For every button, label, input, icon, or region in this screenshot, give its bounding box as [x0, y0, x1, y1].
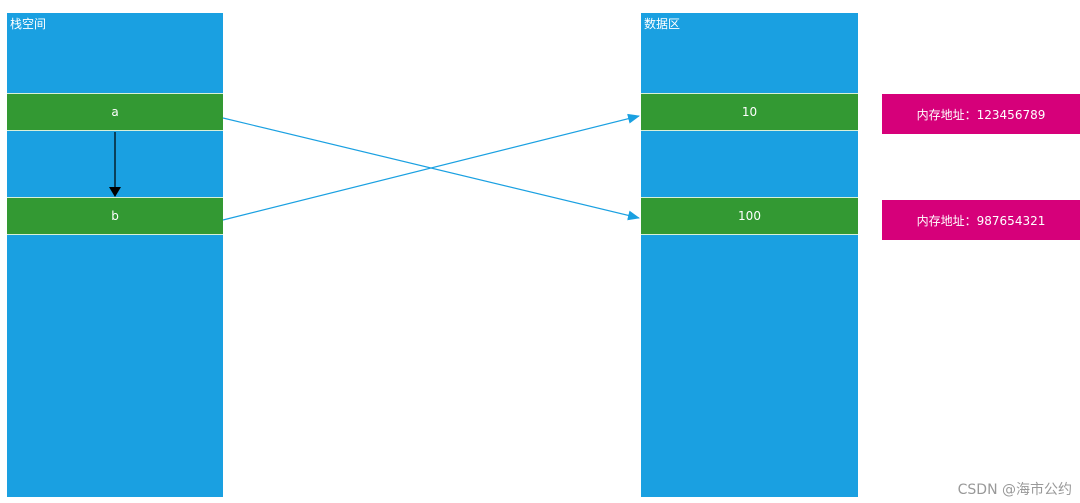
- memory-address-box-2: 内存地址：987654321: [882, 200, 1080, 240]
- arrow-a-to-100: [222, 117, 640, 221]
- variable-a-cell: a: [7, 93, 223, 131]
- value-10-cell: 10: [641, 93, 858, 131]
- memory-address-box-1: 内存地址：123456789: [882, 94, 1080, 134]
- stack-space-title: 栈空间: [10, 17, 47, 31]
- stack-space-column: 栈空间 a b: [7, 13, 223, 497]
- csdn-watermark: CSDN @海市公约: [957, 482, 1072, 498]
- data-area-title: 数据区: [644, 17, 681, 31]
- variable-b-cell: b: [7, 197, 223, 235]
- data-area-column: 数据区 10 100: [641, 13, 858, 497]
- value-100-cell: 100: [641, 197, 858, 235]
- arrow-b-to-10: [222, 113, 640, 221]
